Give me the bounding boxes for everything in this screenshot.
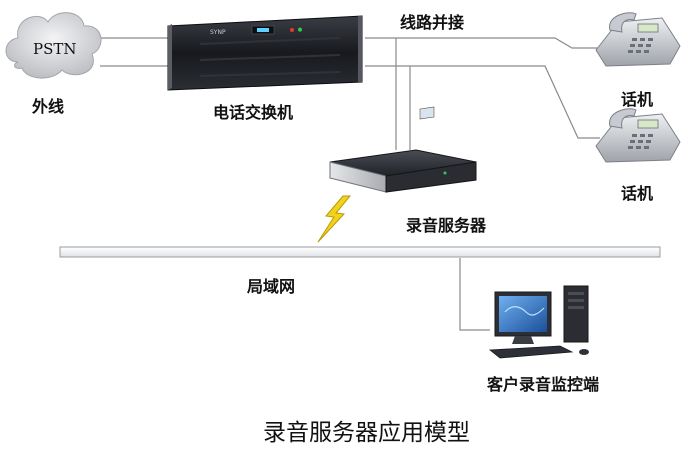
phone1-line bbox=[365, 37, 605, 49]
pbx-brand: SYNP bbox=[210, 29, 226, 36]
diagram-title: 录音服务器应用模型 bbox=[263, 420, 470, 446]
lan-label: 局域网 bbox=[247, 277, 296, 296]
desk-phone-icon-2 bbox=[595, 108, 681, 163]
desk-phone-icon-1 bbox=[595, 12, 681, 67]
pstn-label: PSTN bbox=[33, 40, 77, 58]
pbx-label: 电话交换机 bbox=[213, 103, 294, 122]
pstn-cloud-icon bbox=[5, 12, 102, 79]
client-line bbox=[459, 258, 490, 331]
phone-2-label: 话机 bbox=[621, 184, 654, 203]
pbx-rack-icon: SYNP bbox=[167, 15, 363, 91]
phone-1-label: 话机 bbox=[621, 90, 654, 109]
desktop-computer-icon bbox=[488, 285, 589, 359]
outside-line-label: 外线 bbox=[32, 97, 65, 116]
client-label: 客户录音监控端 bbox=[487, 375, 600, 394]
connection-lines bbox=[100, 37, 605, 331]
phone2-line bbox=[365, 65, 600, 139]
lightning-icon bbox=[317, 195, 352, 243]
recording-server-label: 录音服务器 bbox=[406, 216, 487, 235]
parallel-line-label: 线路并接 bbox=[400, 13, 465, 32]
lan-bar bbox=[59, 246, 661, 258]
recording-server-icon bbox=[329, 106, 477, 193]
